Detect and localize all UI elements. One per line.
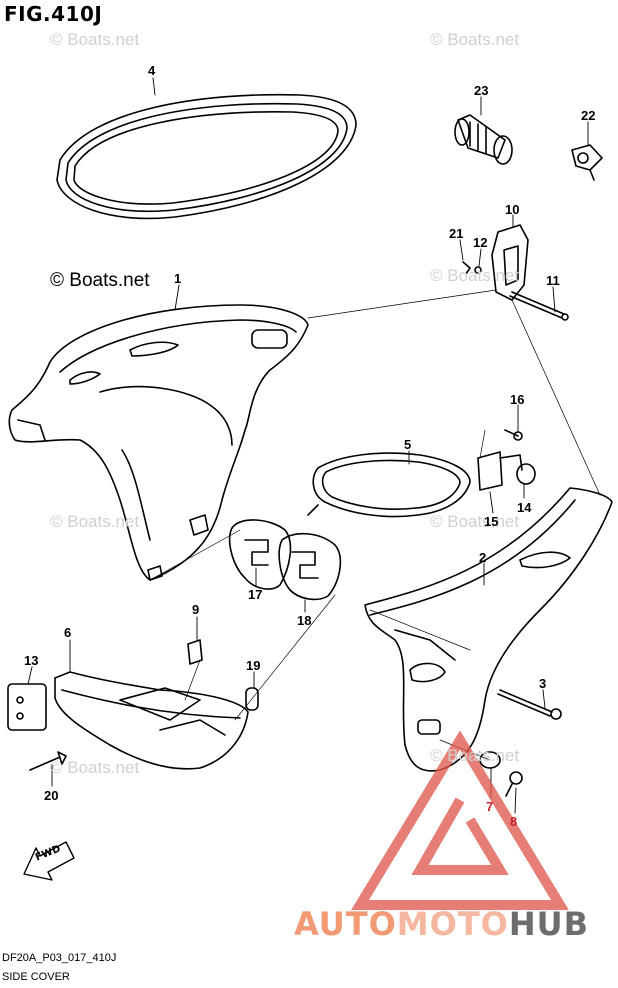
part-10-bracket — [491, 224, 529, 301]
leader-lines — [27, 77, 589, 814]
callout-17[interactable]: 17 — [248, 587, 263, 602]
part-4-seal-ring — [56, 93, 357, 220]
callout-1[interactable]: 1 — [174, 271, 182, 286]
part-8-screw — [505, 771, 523, 797]
part-6-bracket — [54, 671, 249, 770]
watermark-faint: © Boats.net — [430, 746, 520, 765]
part-20-rivet — [29, 751, 67, 771]
callout-14[interactable]: 14 — [517, 500, 532, 515]
part-23-grommet — [454, 114, 513, 165]
watermark-main: © Boats.net — [50, 270, 150, 291]
automotohub-logo-mark — [351, 730, 569, 910]
part-19-bushing — [245, 687, 259, 711]
part-11-bolt — [509, 291, 569, 321]
watermark-faint: © Boats.net — [50, 30, 140, 49]
part-17-seal — [228, 519, 292, 590]
callout-11[interactable]: 11 — [546, 273, 560, 288]
part-18-seal — [278, 532, 342, 601]
part-16-screw — [504, 429, 523, 441]
callout-8[interactable]: 8 — [510, 814, 518, 829]
figure-code: DF20A_P03_017_410J — [2, 952, 117, 964]
part-7-collar — [479, 751, 501, 769]
callout-9[interactable]: 9 — [192, 602, 200, 617]
part-1-side-cover — [8, 304, 309, 581]
brand-part-moto: MOTO — [396, 905, 509, 943]
part-2-side-cover — [364, 487, 613, 772]
watermark-faint: © Boats.net — [430, 266, 520, 285]
callout-6[interactable]: 6 — [64, 625, 72, 640]
watermark-faint: © Boats.net — [50, 758, 140, 777]
watermark-faint: © Boats.net — [430, 30, 520, 49]
callout-23[interactable]: 23 — [474, 83, 489, 98]
callout-3[interactable]: 3 — [539, 676, 547, 691]
part-3-bolt — [497, 689, 562, 720]
callout-15[interactable]: 15 — [484, 514, 499, 529]
part-15-bracket — [477, 451, 523, 491]
part-9-clip — [187, 639, 203, 665]
callout-20[interactable]: 20 — [44, 788, 59, 803]
part-5-gasket — [307, 452, 471, 518]
callout-22[interactable]: 22 — [581, 108, 596, 123]
part-14-cap — [516, 463, 536, 485]
figure-name: SIDE COVER — [2, 971, 70, 983]
fwd-arrow — [23, 841, 75, 881]
part-21-clip — [462, 261, 471, 275]
automotohub-brand: AUTOMOTOHUB — [294, 905, 589, 943]
callout-18[interactable]: 18 — [297, 613, 312, 628]
callout-19[interactable]: 19 — [246, 658, 261, 673]
part-13-pad — [7, 683, 47, 731]
callout-4[interactable]: 4 — [148, 63, 156, 78]
part-12-washer — [474, 266, 482, 274]
watermark-faint: © Boats.net — [50, 512, 140, 531]
callout-5[interactable]: 5 — [404, 437, 412, 452]
figure-title: FIG.410J — [4, 2, 103, 26]
callout-16[interactable]: 16 — [510, 392, 525, 407]
brand-part-hub: HUB — [508, 905, 590, 943]
part-22-clip — [571, 144, 603, 181]
callout-7[interactable]: 7 — [486, 799, 494, 814]
watermark-faint: © Boats.net — [430, 512, 520, 531]
callout-21[interactable]: 21 — [449, 226, 464, 241]
brand-part-auto: AUTO — [294, 905, 397, 943]
callout-10[interactable]: 10 — [505, 202, 520, 217]
callout-2[interactable]: 2 — [479, 550, 487, 565]
assembly-lines — [149, 289, 601, 761]
callout-12[interactable]: 12 — [473, 235, 488, 250]
callout-13[interactable]: 13 — [24, 653, 39, 668]
